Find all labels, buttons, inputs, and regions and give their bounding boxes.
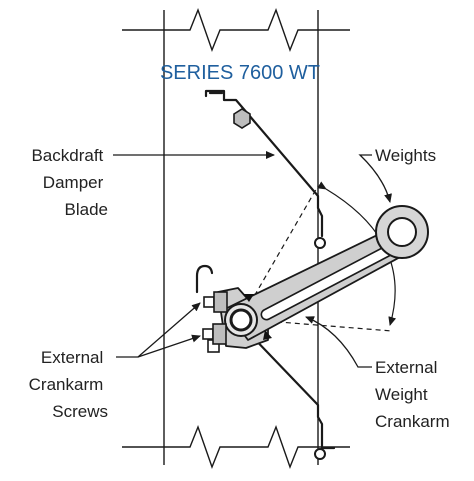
lower-pivot-ring <box>314 448 326 460</box>
hex-nut <box>233 108 251 129</box>
duct-frame <box>122 8 350 469</box>
bottom-break-line <box>122 425 350 469</box>
callout-backdraft-damper-blade: Backdraft Damper Blade <box>31 146 108 219</box>
callout-leaders <box>113 151 392 368</box>
crank-hook <box>195 264 214 294</box>
crankarm-marker-1 <box>243 294 254 302</box>
screws-leader-b <box>137 334 201 358</box>
diagram-title: SERIES 7600 WT <box>160 62 320 84</box>
callout-external-crankarm-screws: External Crankarm Screws <box>29 348 108 421</box>
crankarm-screw-lower <box>202 323 227 353</box>
weight-bolt <box>387 217 417 247</box>
crankarm-leader <box>305 316 372 368</box>
shaft <box>229 308 253 332</box>
upper-damper-blade <box>204 89 324 238</box>
screws-leader-a <box>116 302 201 358</box>
upper-pivot-ring <box>314 237 326 249</box>
callout-weights: Weights <box>375 146 436 165</box>
lower-damper-blade <box>244 328 336 450</box>
crankarm-marker-2 <box>263 330 272 340</box>
crankarm-screw-upper <box>203 291 228 313</box>
weights-leader <box>358 154 392 203</box>
callout-external-weight-crankarm: External Weight Crankarm <box>375 358 450 431</box>
top-break-line <box>122 8 350 52</box>
